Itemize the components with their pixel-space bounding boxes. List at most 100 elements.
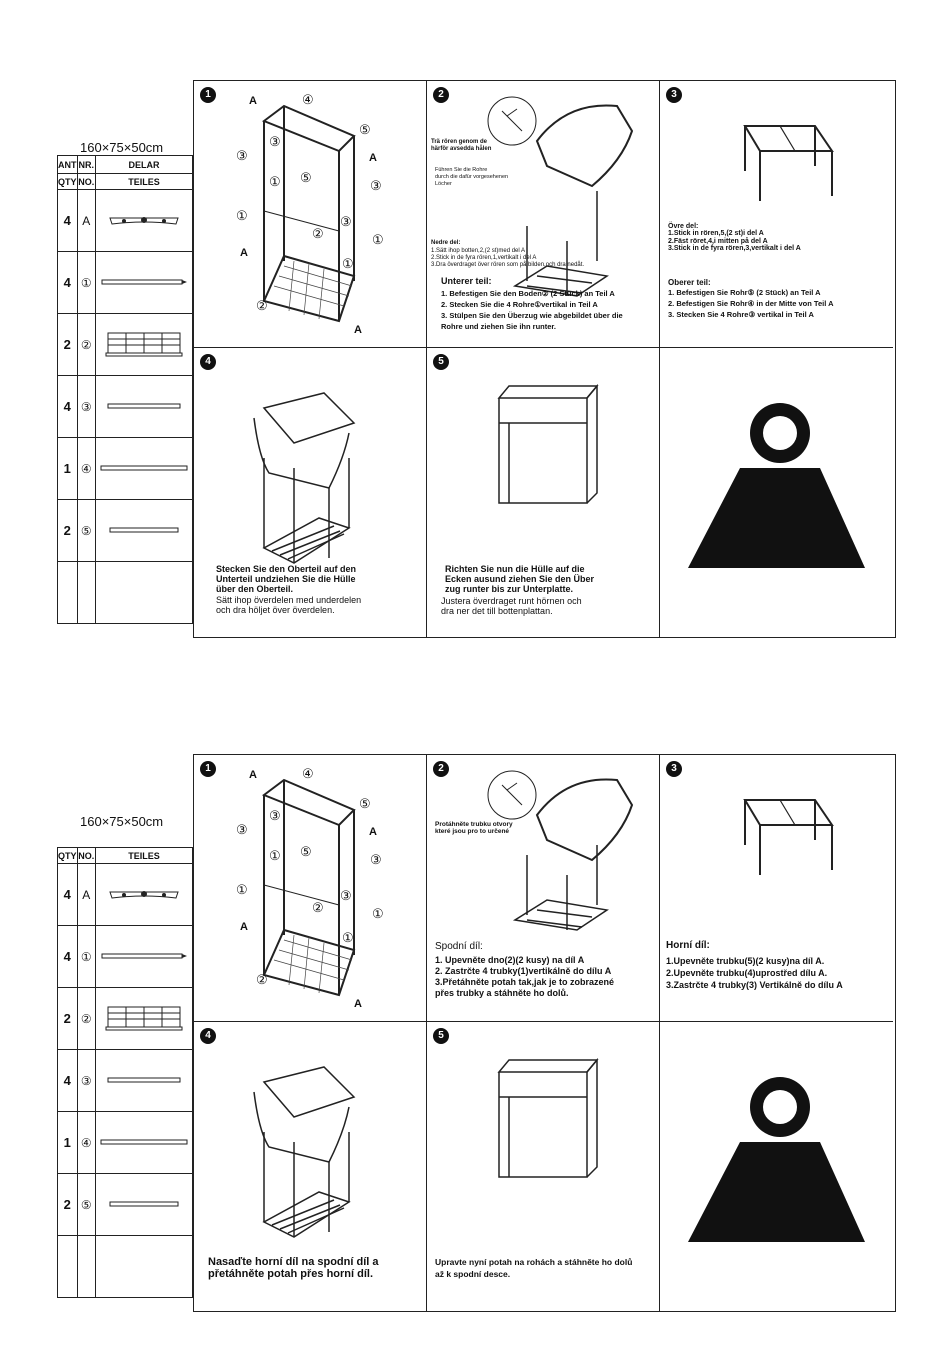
callout-3: ③ bbox=[370, 852, 382, 867]
callout-a: A bbox=[249, 95, 257, 107]
dimensions-label: 160×75×50cm bbox=[80, 814, 164, 829]
step-number: 3 bbox=[666, 761, 682, 777]
part-row: 4 A bbox=[57, 189, 193, 252]
callout-1: ① bbox=[342, 930, 354, 945]
part-qty: 2 bbox=[57, 987, 78, 1050]
step-5-text-sv: Justera överdraget runt hörnen och dra n… bbox=[441, 596, 582, 616]
part-row: 2 ② bbox=[57, 313, 193, 376]
part-qty: 4 bbox=[57, 375, 78, 438]
step-3-panel: 3 Horní díl: 1.Upevněte trubku(5)(2 kusy… bbox=[660, 755, 893, 1022]
callout-1: ① bbox=[342, 256, 354, 271]
step-4-panel: 4 Stecken Sie den Oberteil auf den Unter… bbox=[194, 348, 427, 637]
header-no: NO. bbox=[76, 173, 97, 190]
header-no: NO. bbox=[76, 847, 97, 864]
weight-icon bbox=[688, 1077, 865, 1242]
frame-assembly-drawing bbox=[261, 778, 356, 997]
part-no: ③ bbox=[76, 1049, 97, 1112]
callout-a: A bbox=[369, 826, 377, 838]
step-2-note-sv: Trä rören genom de härför avsedda hålen bbox=[431, 139, 492, 152]
part-row: 2 ⑤ bbox=[57, 1173, 193, 1236]
step-2-note-de: Führen Sie die Rohre durch die dafür vor… bbox=[435, 167, 509, 187]
part-no: ⑤ bbox=[76, 499, 97, 562]
part-row: 1 ④ bbox=[57, 1111, 193, 1174]
part-no: ① bbox=[76, 251, 97, 314]
part-row-empty bbox=[57, 561, 193, 624]
pole-icon bbox=[107, 403, 181, 408]
callout-3: ③ bbox=[269, 134, 281, 149]
upper-on-lower-drawing bbox=[253, 392, 356, 564]
step-2-note-cs: Protáhněte trubku otvory které jsou pro … bbox=[435, 821, 513, 835]
part-no: ① bbox=[76, 925, 97, 988]
callout-3: ③ bbox=[340, 888, 352, 903]
parts-table: QTY NO. TEILES 4 A 4 ① 2 ② 4 ③ 1 ④ bbox=[57, 847, 193, 1298]
step-4-text-sv: Sätt ihop överdelen med underdelen och d… bbox=[216, 595, 362, 615]
step-3-heading: Horní díl: bbox=[666, 940, 710, 951]
part-qty: 1 bbox=[57, 1111, 78, 1174]
part-no: A bbox=[76, 863, 97, 926]
callout-1: ① bbox=[236, 882, 248, 897]
callout-a: A bbox=[369, 152, 377, 164]
callout-a: A bbox=[354, 324, 362, 336]
weight-panel bbox=[660, 348, 893, 637]
step-1-panel: 1 A ④ ⑤ ③ A ③ ① ⑤ ③ ① ③ bbox=[194, 755, 427, 1022]
callout-2: ② bbox=[256, 298, 268, 313]
callout-5: ⑤ bbox=[300, 170, 312, 185]
part-row: 4 ③ bbox=[57, 375, 193, 438]
part-qty: 4 bbox=[57, 863, 78, 926]
step-2-panel: 2 Trä rören genom de härför avsedda håle… bbox=[427, 81, 660, 348]
connector-icon bbox=[109, 890, 179, 899]
step-2-lines-sv: 1.Sätt ihop botten,2,(2 st)med del A 2.S… bbox=[431, 248, 585, 268]
step-number: 4 bbox=[200, 354, 216, 370]
step-3-panel: 3 Övre del: 1.Stick in rören,5,(2 st)i d… bbox=[660, 81, 893, 348]
callout-1: ① bbox=[269, 174, 281, 189]
header-teiles: TEILES bbox=[95, 173, 193, 190]
step-number: 5 bbox=[433, 1028, 449, 1044]
header-delar: DELAR bbox=[95, 155, 193, 174]
step-1-panel: 1 A ④ ⑤ ③ A ③ ① ⑤ ③ ① ③ bbox=[194, 81, 427, 348]
parts-header-row: ANT NR. DELAR bbox=[57, 155, 193, 174]
short-bar-icon bbox=[109, 1201, 179, 1206]
part-no: ④ bbox=[76, 1111, 97, 1174]
step-2-lines: 1. Upevněte dno(2)(2 kusy) na díl A 2. Z… bbox=[435, 955, 615, 998]
steps-grid: 1 A ④ ⑤ ③ A ③ ① ⑤ ③ ① ③ bbox=[193, 80, 896, 638]
weight-panel bbox=[660, 1022, 893, 1311]
callout-2: ② bbox=[312, 900, 324, 915]
part-row: 4 ③ bbox=[57, 1049, 193, 1112]
bar-icon bbox=[100, 1139, 188, 1144]
parts-header-row: QTY NO. TEILES bbox=[57, 173, 193, 190]
shelf-grid-icon bbox=[105, 1006, 183, 1030]
part-qty: 4 bbox=[57, 251, 78, 314]
step-5-panel: 5 Richten Sie nun die Hülle auf die Ecke… bbox=[427, 348, 660, 637]
callout-a: A bbox=[354, 998, 362, 1010]
step-4-text-de: Stecken Sie den Oberteil auf den Unterte… bbox=[216, 564, 357, 594]
frame-assembly-drawing bbox=[261, 104, 356, 323]
step-number: 2 bbox=[433, 87, 449, 103]
header-qty: QTY bbox=[57, 173, 78, 190]
long-pole-icon bbox=[101, 279, 187, 284]
short-bar-icon bbox=[109, 527, 179, 532]
callout-2: ② bbox=[312, 226, 324, 241]
pole-icon bbox=[107, 1077, 181, 1082]
callout-3: ③ bbox=[370, 178, 382, 193]
step-3-lines-sv: 1.Stick in rören,5,(2 st)i del A 2.Fäst … bbox=[668, 230, 801, 252]
callout-3: ③ bbox=[236, 148, 248, 163]
dimensions-label: 160×75×50cm bbox=[80, 140, 164, 155]
part-qty: 4 bbox=[57, 925, 78, 988]
step-2-heading: Spodní díl: bbox=[435, 941, 483, 952]
callout-5: ⑤ bbox=[359, 122, 371, 137]
part-no: ③ bbox=[76, 375, 97, 438]
step-2-heading-sv: Nedre del: bbox=[431, 240, 461, 246]
callout-5: ⑤ bbox=[300, 844, 312, 859]
step-4-text: Nasaďte horní díl na spodní díl a přetáh… bbox=[208, 1256, 379, 1280]
part-row-empty bbox=[57, 1235, 193, 1298]
part-no: ④ bbox=[76, 437, 97, 500]
part-no: ② bbox=[76, 313, 97, 376]
step-5-text: Upravte nyní potah na rohách a stáhněte … bbox=[435, 1257, 633, 1279]
header-ant: ANT bbox=[57, 155, 78, 174]
upper-frame-drawing bbox=[743, 125, 834, 201]
step-number: 5 bbox=[433, 354, 449, 370]
part-row: 1 ④ bbox=[57, 437, 193, 500]
part-qty: 1 bbox=[57, 437, 78, 500]
shelf-grid-icon bbox=[105, 332, 183, 356]
callout-1: ① bbox=[372, 906, 384, 921]
